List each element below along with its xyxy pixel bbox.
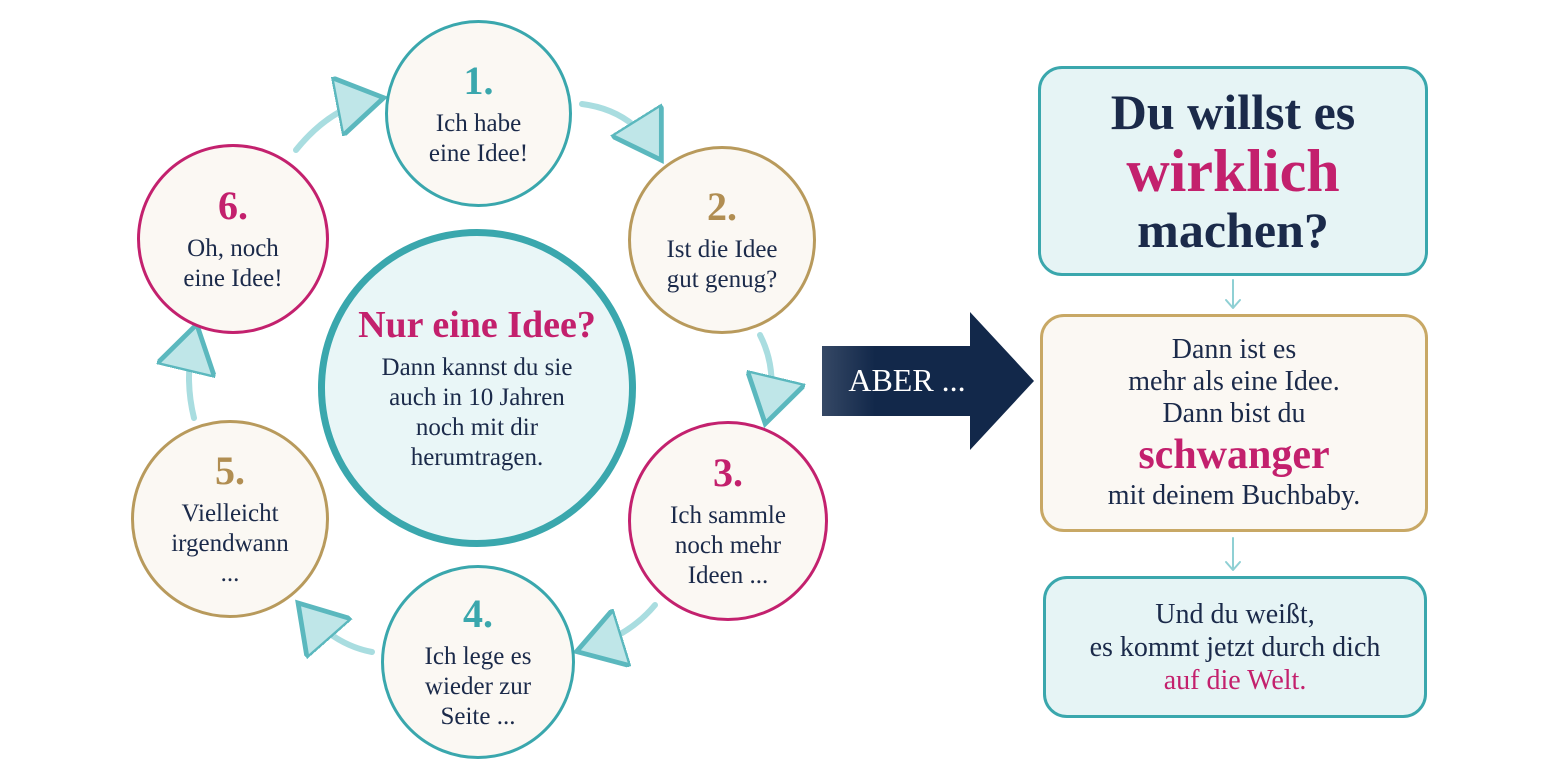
aber-label: ABER ... — [848, 361, 966, 398]
step-text: Oh, noch eine Idee! — [183, 235, 283, 292]
world-box: Und du weißt, es kommt jetzt durch dich … — [1043, 576, 1427, 718]
box2-highlight: schwanger — [1138, 432, 1330, 478]
step-text: Ich habe eine Idee! — [428, 109, 529, 167]
step-text: Ich lege es wieder zur Seite ... — [424, 643, 532, 730]
step-number: 1. — [463, 57, 494, 103]
step-3-circle: 3. Ich sammle noch mehr Ideen ... — [628, 421, 828, 621]
box1-line3: machen? — [1137, 202, 1329, 258]
arrow-3-to-4 — [588, 602, 658, 648]
box2-line1: Dann ist es — [1171, 334, 1297, 365]
step-number: 3. — [713, 450, 743, 495]
step-number: 5. — [215, 448, 245, 493]
question-box: Du willst es wirklich machen? — [1038, 66, 1428, 276]
connector-2-to-3 — [1225, 537, 1241, 571]
connector-1-to-2 — [1225, 279, 1241, 309]
step-2-circle: 2. Ist die Idee gut genug? — [628, 146, 816, 334]
box1-highlight: wirklich — [1126, 138, 1340, 204]
pregnant-box: Dann ist es mehr als eine Idee. Dann bis… — [1040, 314, 1428, 532]
step-number: 4. — [463, 591, 493, 636]
box2-line3: Dann bist du — [1162, 398, 1306, 429]
box3-line1: Und du weißt, — [1155, 598, 1315, 630]
box3-highlight: auf die Welt. — [1163, 664, 1307, 696]
arrow-4-to-5 — [306, 612, 375, 652]
box2-line2: mehr als eine Idee. — [1128, 366, 1340, 397]
box3-line2: es kommt jetzt durch dich — [1089, 631, 1381, 663]
box2-line5: mit deinem Buchbaby. — [1107, 480, 1361, 511]
arrow-2-to-3 — [760, 332, 772, 412]
step-6-circle: 6. Oh, noch eine Idee! — [137, 144, 329, 334]
box1-line1: Du willst es — [1110, 84, 1356, 140]
step-1-circle: 1. Ich habe eine Idee! — [385, 20, 572, 207]
step-text: Ich sammle noch mehr Ideen ... — [670, 502, 786, 589]
step-text: Ist die Idee gut genug? — [666, 236, 778, 293]
arrow-6-to-1 — [293, 100, 372, 153]
center-circle: Nur eine Idee? Dann kannst du sie auch i… — [318, 229, 636, 547]
step-5-circle: 5. Vielleicht irgendwann ... — [131, 420, 329, 618]
arrow-1-to-2 — [579, 101, 655, 150]
step-4-circle: 4. Ich lege es wieder zur Seite ... — [381, 565, 575, 759]
step-number: 6. — [218, 183, 248, 228]
step-text: Vielleicht irgendwann ... — [171, 500, 289, 587]
step-number: 2. — [707, 184, 737, 229]
center-text: Dann kannst du sie auch in 10 Jahren noc… — [381, 354, 573, 471]
aber-arrow-shape — [822, 312, 1034, 450]
arrow-5-to-6 — [189, 336, 194, 421]
center-title: Nur eine Idee? — [358, 304, 596, 346]
